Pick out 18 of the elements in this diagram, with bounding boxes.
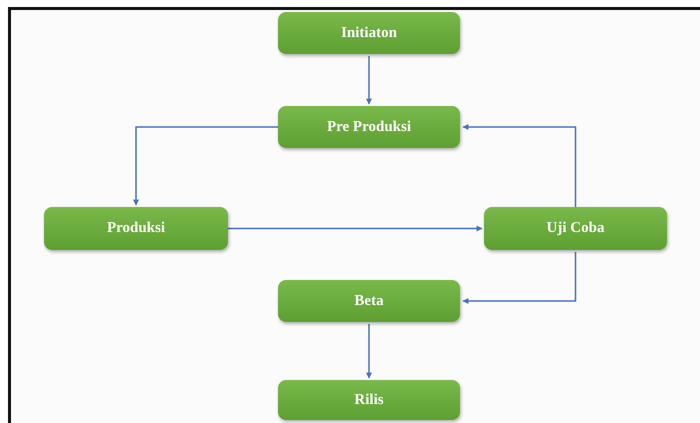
process-box (484, 207, 667, 250)
box-label: Initiaton (341, 24, 397, 42)
box-label: Beta (354, 292, 384, 310)
process-box (278, 280, 460, 322)
process-box (44, 207, 228, 250)
arrow (366, 56, 372, 105)
process-box (278, 380, 460, 420)
process-box (278, 106, 460, 148)
box-label: Pre Produksi (326, 118, 412, 136)
process-box (278, 12, 460, 54)
box-label: Produksi (106, 220, 166, 237)
arrow (462, 252, 576, 304)
arrow (228, 226, 483, 232)
box-label: Rilis (354, 392, 384, 408)
arrow (366, 324, 372, 379)
arrow (133, 126, 278, 206)
box-label: Uji Coba (546, 220, 604, 237)
arrow (462, 124, 576, 207)
